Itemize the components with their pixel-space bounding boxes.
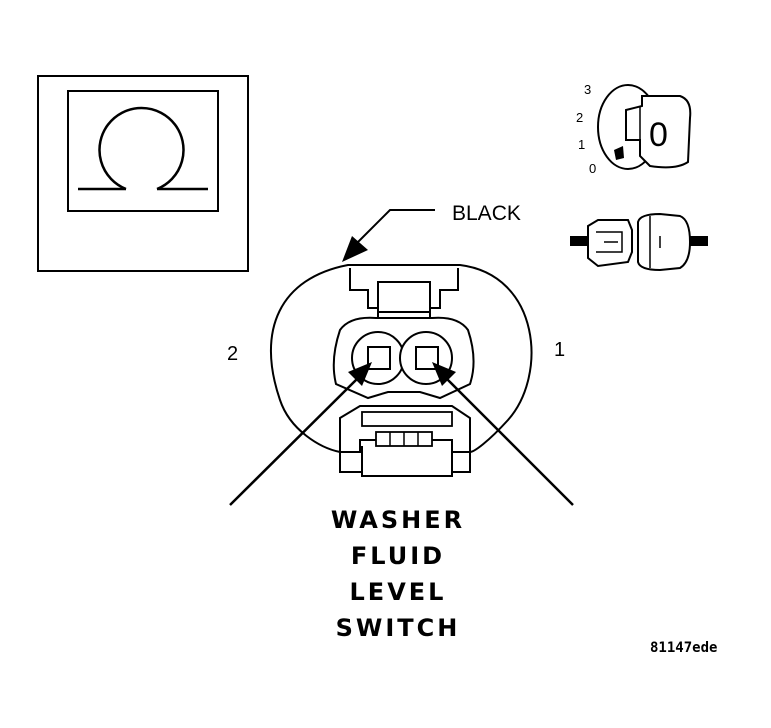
key-glyph: 0: [649, 116, 668, 154]
figure-code: 81147ede: [650, 640, 717, 656]
connector-face: [269, 264, 533, 477]
component-title: WASHER FLUID LEVEL SWITCH: [331, 506, 465, 642]
wire-color-label: BLACK: [452, 202, 521, 225]
wire-color-callout: BLACK: [342, 202, 521, 262]
ignition-position-3: 3: [584, 82, 591, 97]
title-line-1: WASHER: [331, 506, 465, 534]
disconnected-connector-icon: [570, 212, 708, 272]
title-line-2: FLUID: [351, 542, 445, 570]
pin-2-leader-arrow: [229, 362, 372, 506]
pin-label-2: 2: [227, 343, 238, 365]
ohm-symbol-icon: [78, 106, 208, 191]
title-line-3: LEVEL: [350, 578, 447, 606]
ignition-position-1: 1: [578, 137, 585, 152]
ohmmeter-symbol: [37, 75, 249, 272]
ignition-position-2: 2: [576, 110, 583, 125]
title-line-4: SWITCH: [336, 614, 461, 642]
ignition-key-icon: 3 2 1 0 0: [576, 82, 692, 176]
pin-label-1: 1: [554, 339, 565, 361]
ignition-position-0: 0: [589, 161, 596, 176]
pin-1-leader-arrow: [432, 362, 574, 506]
